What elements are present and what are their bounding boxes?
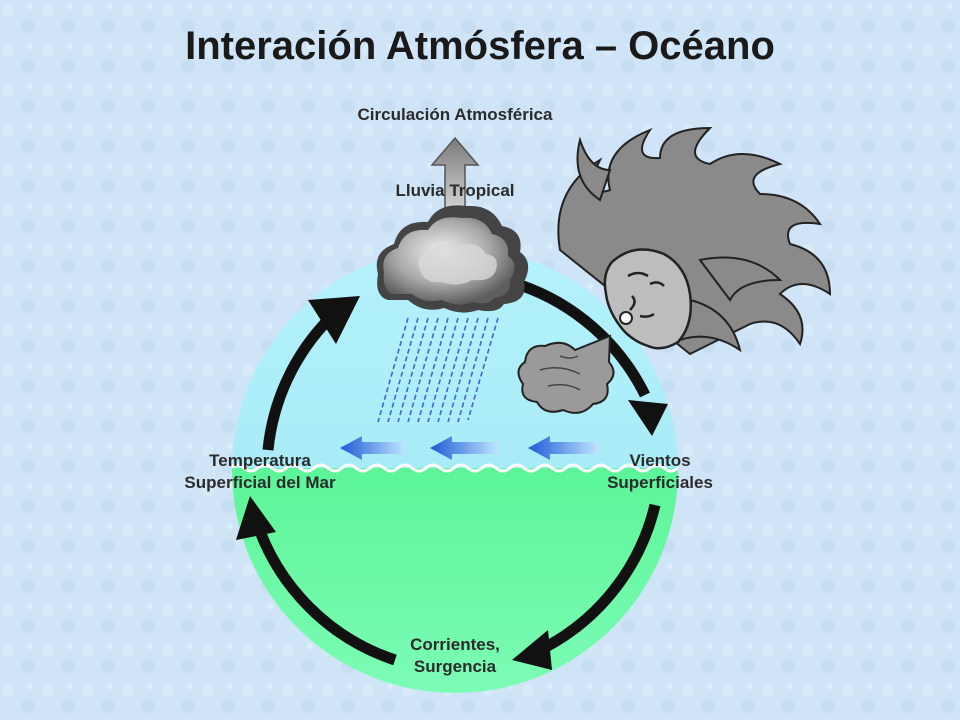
- wind-arrow-2: [430, 436, 498, 460]
- arrow-sst-to-rain: [262, 314, 334, 451]
- arrow-currents-to-sst: [250, 518, 397, 666]
- label-currents: Corrientes, Surgencia: [370, 634, 540, 678]
- arrowhead-1: [308, 296, 360, 344]
- wave-line: [232, 463, 678, 473]
- label-rain: Lluvia Tropical: [395, 181, 515, 200]
- label-winds: Vientos Superficiales: [575, 450, 745, 494]
- storm-cloud-icon: [376, 205, 529, 313]
- arrowhead-4: [236, 496, 276, 540]
- arrowhead-2: [628, 400, 668, 436]
- rain-streaks: [377, 317, 499, 423]
- arrow-winds-to-currents: [537, 503, 661, 655]
- page-title: Interación Atmósfera – Océano: [185, 24, 775, 68]
- label-sst-line2: Superficial del Mar: [184, 473, 336, 492]
- cycle-arrowheads: [236, 296, 668, 670]
- wind-face-icon: [557, 126, 832, 356]
- label-sst: Temperatura Superficial del Mar: [150, 450, 370, 494]
- label-winds-line1: Vientos: [629, 451, 691, 470]
- arrow-rain-to-winds: [518, 279, 650, 398]
- arrowhead-3: [512, 630, 552, 670]
- wind-arrow-3: [528, 436, 598, 460]
- label-sst-line1: Temperatura: [209, 451, 311, 470]
- wind-arrow-1: [340, 436, 405, 460]
- label-circulation: Circulación Atmosférica: [357, 105, 553, 124]
- label-currents-line2: Surgencia: [413, 657, 497, 676]
- cycle-arrows: [250, 279, 661, 666]
- wind-puff-icon: [517, 334, 615, 414]
- surface-wind-arrows: [340, 436, 598, 460]
- label-winds-line2: Superficiales: [607, 473, 713, 492]
- label-currents-line1: Corrientes,: [410, 635, 500, 654]
